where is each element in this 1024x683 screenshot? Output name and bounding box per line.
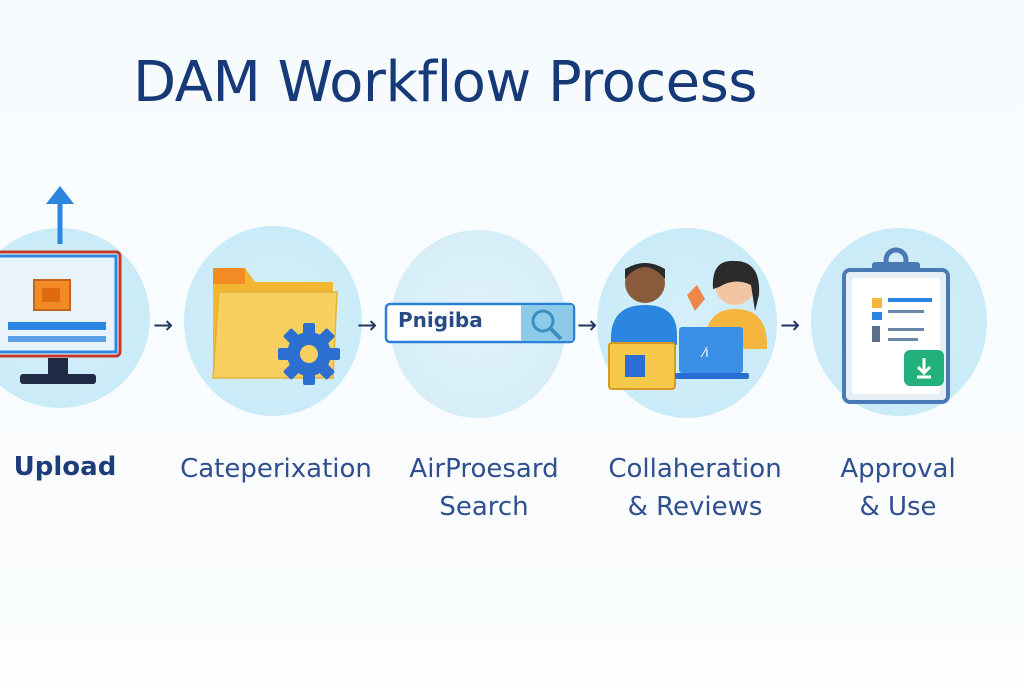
connector-arrow-4: → bbox=[780, 311, 801, 339]
connector-arrow-1: → bbox=[153, 311, 174, 339]
step-approval-label: Approval & Use bbox=[840, 454, 956, 522]
clipboard-approval-icon bbox=[842, 247, 950, 404]
search-bar-icon bbox=[384, 302, 576, 344]
step-upload-label: Upload bbox=[13, 452, 117, 482]
step-search-label: AirProesard Search bbox=[409, 454, 559, 522]
folder-gear-icon bbox=[212, 268, 340, 385]
monitor-upload-icon bbox=[0, 186, 122, 384]
page-title: DAM Workflow Process bbox=[133, 50, 757, 115]
search-field-text: Pnigiba bbox=[398, 308, 483, 332]
team-collaboration-icon: ⁄ı bbox=[608, 260, 767, 390]
step-categorization-label: Cateperixation bbox=[180, 454, 372, 484]
svg-text:⁄ı: ⁄ı bbox=[700, 346, 709, 361]
connector-arrow-3: → bbox=[577, 311, 598, 339]
step-collaboration-label: Collaheration & Reviews bbox=[608, 454, 782, 522]
connector-arrow-2: → bbox=[357, 311, 378, 339]
